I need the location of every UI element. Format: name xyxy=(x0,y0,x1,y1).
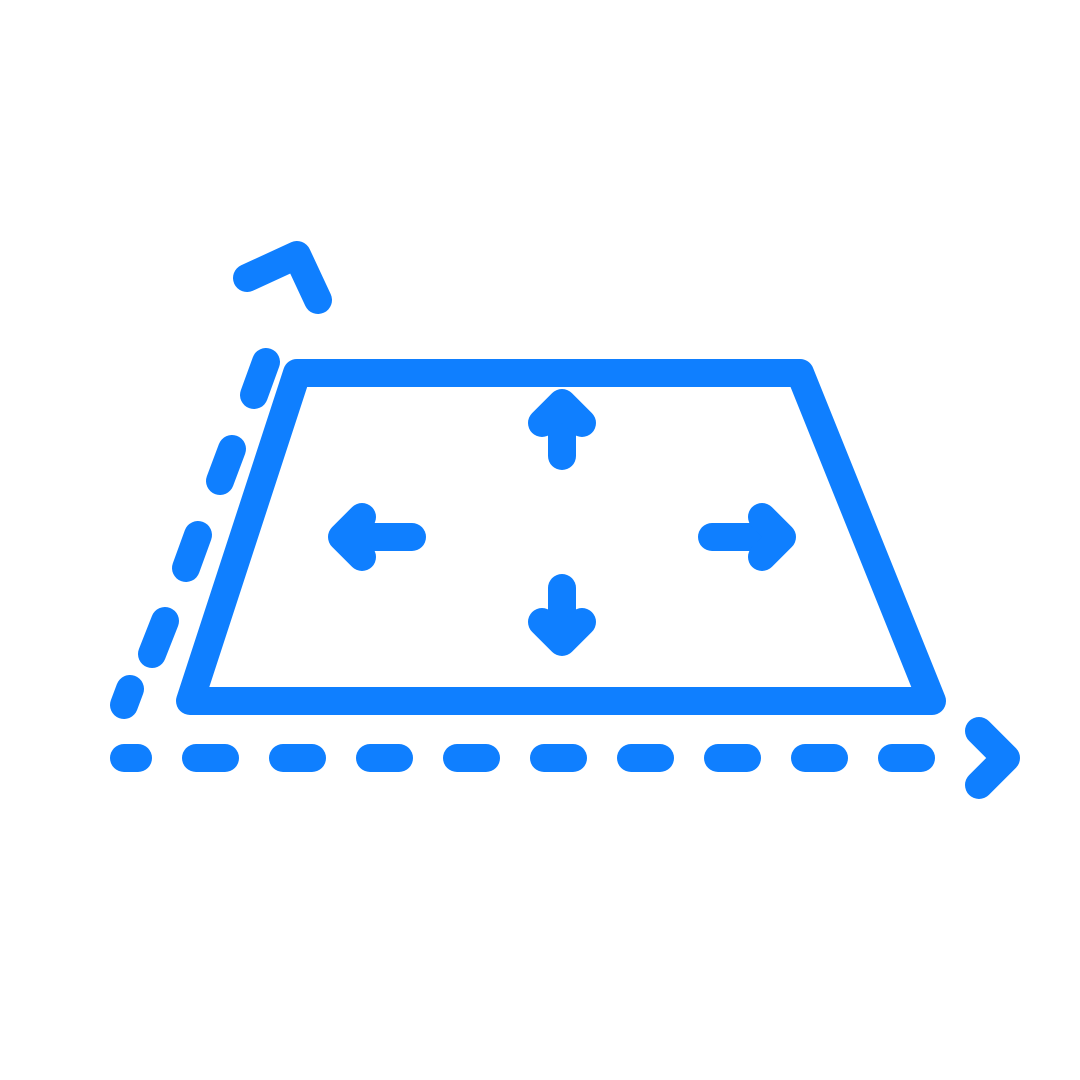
move-left-arrow-icon xyxy=(328,503,426,571)
arrow-up-head-icon xyxy=(233,241,332,314)
move-right-arrow-icon xyxy=(698,503,796,571)
diagonal-dashed-arrow xyxy=(110,241,332,719)
horizontal-dashed-arrow xyxy=(110,717,1020,799)
move-down-arrow-icon xyxy=(528,574,596,656)
arrow-right-head-icon xyxy=(965,717,1020,799)
move-up-arrow-icon xyxy=(528,389,596,470)
trapezoid-shape xyxy=(176,359,946,715)
